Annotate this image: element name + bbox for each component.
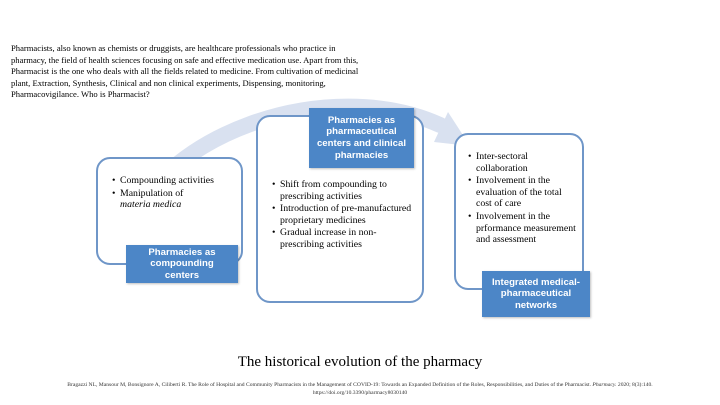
citation-doi: https://doi.org/10.3390/pharmacy8030140 bbox=[312, 390, 408, 396]
stage1-item-italic: materia medica bbox=[120, 199, 182, 211]
stage1-item: Compounding activities bbox=[112, 175, 235, 187]
stage3-item: Inter-sectoral collaboration bbox=[468, 151, 576, 174]
stage1-item-text: Manipulation of bbox=[120, 187, 184, 199]
intro-paragraph: Pharmacists, also known as chemists or d… bbox=[11, 43, 359, 100]
stage2-tag: Pharmacies as pharmaceutical centers and… bbox=[309, 108, 414, 168]
stage3-item: Involvement in the evaluation of the tot… bbox=[468, 175, 576, 210]
stage1-tag: Pharmacies as compounding centers bbox=[126, 245, 238, 283]
stage2-item: Introduction of pre-manufactured proprie… bbox=[272, 203, 416, 226]
citation-text: Bragazzi NL, Mansour M, Bonsignore A, Ci… bbox=[67, 382, 591, 388]
stage2-item: Shift from compounding to prescribing ac… bbox=[272, 179, 416, 202]
stage3-card: Inter-sectoral collaboration Involvement… bbox=[454, 133, 584, 290]
citation-details: 2020; 8(3):140. bbox=[617, 382, 653, 388]
citation: Bragazzi NL, Mansour M, Bonsignore A, Ci… bbox=[20, 381, 700, 397]
stage3-tag: Integrated medical-pharmaceutical networ… bbox=[482, 271, 590, 317]
citation-journal: Pharmacy. bbox=[592, 382, 617, 388]
figure-title: The historical evolution of the pharmacy bbox=[237, 354, 483, 370]
stage2-item: Gradual increase in non-prescribing acti… bbox=[272, 227, 416, 250]
stage3-item: Involvement in the prformance measuremen… bbox=[468, 211, 576, 246]
